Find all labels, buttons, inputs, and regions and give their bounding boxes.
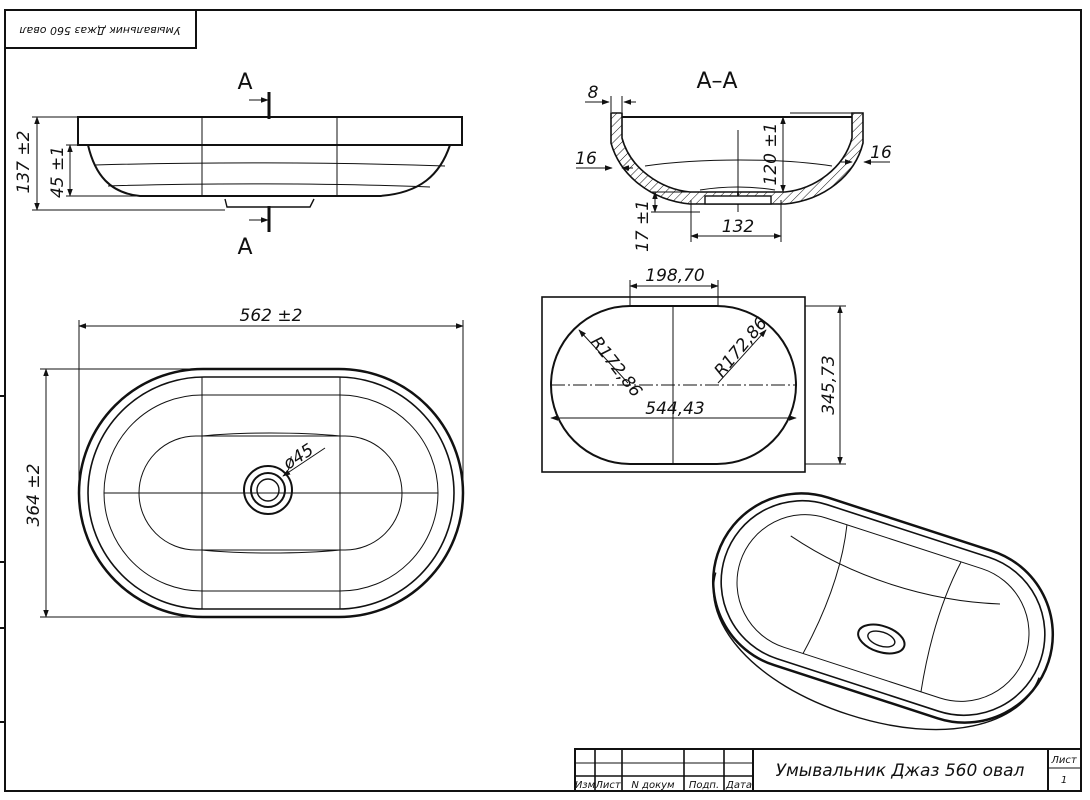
iso-drain-outer bbox=[857, 623, 906, 655]
title-block-header-signature: Подп. bbox=[689, 780, 719, 791]
dim-cutout-radius-right: R172,86 bbox=[711, 314, 772, 382]
dim-plan-width: 364 ±2 bbox=[24, 464, 44, 527]
dim-section-wall-left: 16 bbox=[575, 149, 597, 169]
iso-drain-inner bbox=[867, 630, 896, 648]
dim-section-depth: 120 ±1 bbox=[761, 123, 781, 186]
front-view bbox=[77, 92, 463, 232]
title-block-header-date: Дата bbox=[725, 780, 752, 791]
cutout-template bbox=[541, 280, 846, 473]
drawing-title: Умывальник Джаз 560 овал bbox=[776, 761, 1025, 781]
sheet-number: 1 bbox=[1061, 775, 1067, 786]
dim-section-drain-width: 132 bbox=[722, 217, 754, 237]
drain-outer bbox=[243, 465, 293, 515]
dim-cutout-length: 544,43 bbox=[645, 399, 704, 419]
title-block-header-document: N докум bbox=[631, 780, 675, 791]
dim-section-rim: 8 bbox=[588, 83, 599, 103]
sheet-label: Лист bbox=[1050, 755, 1078, 766]
section-view bbox=[610, 112, 864, 212]
dim-cutout-width: 345,73 bbox=[819, 355, 839, 414]
front-view-dimensions bbox=[32, 116, 225, 211]
dim-front-bowl-depth: 45 ±1 bbox=[48, 146, 68, 198]
dim-plan-length: 562 ±2 bbox=[240, 306, 303, 326]
dim-drain-diameter: ø45 bbox=[279, 440, 318, 475]
section-wall-left bbox=[610, 112, 739, 205]
dim-cutout-straight: 198,70 bbox=[645, 266, 704, 286]
drain-mid bbox=[250, 472, 286, 508]
drain-inner bbox=[256, 478, 280, 502]
dim-cutout-radius-left: R172,86 bbox=[586, 333, 646, 402]
section-title: A–A bbox=[696, 69, 737, 94]
title-block-header-sheet: Лист bbox=[594, 780, 622, 791]
section-mark-bottom: A bbox=[237, 235, 252, 260]
dim-section-wall-right: 16 bbox=[870, 143, 892, 163]
dim-section-drain-height: 17 ±1 bbox=[633, 200, 653, 252]
title-block bbox=[574, 748, 1082, 792]
section-wall-right bbox=[737, 112, 864, 205]
plan-view-dimensions bbox=[40, 320, 464, 618]
title-block-header-revision: Изм bbox=[575, 780, 596, 791]
sheet-frame bbox=[4, 9, 1082, 792]
corner-stamp-text: Умывальник Джаз 560 овал bbox=[20, 24, 181, 37]
dim-front-height: 137 ±2 bbox=[14, 131, 34, 194]
isometric-view bbox=[711, 492, 1055, 731]
section-mark-top: A bbox=[237, 70, 252, 95]
plan-view bbox=[77, 367, 465, 619]
corner-stamp: Умывальник Джаз 560 овал bbox=[4, 9, 197, 49]
left-margin-ticks bbox=[0, 395, 5, 723]
section-dimensions bbox=[576, 96, 890, 242]
